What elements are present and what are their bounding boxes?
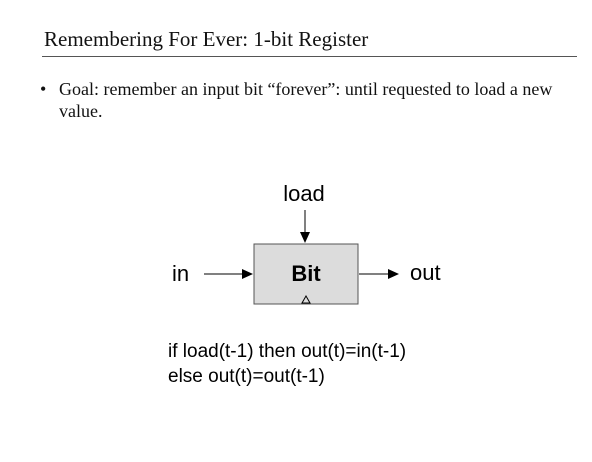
register-logic: if load(t-1) then out(t)=in(t-1) else ou… (168, 339, 406, 389)
load-arrow-head (300, 232, 310, 243)
output-label: out (410, 260, 441, 285)
bullet-marker: • (40, 79, 47, 99)
logic-line-else: else out(t)=out(t-1) (168, 366, 325, 387)
output-arrow-head (388, 269, 399, 279)
slide-title: Remembering For Ever: 1-bit Register (44, 27, 369, 51)
bit-box (253, 243, 359, 305)
goal-text: Goal: remember an input bit “forever”: u… (59, 79, 553, 121)
goal-bullet: • Goal: remember an input bit “forever”:… (40, 78, 570, 122)
title-divider (42, 56, 577, 57)
input-label: in (172, 261, 189, 286)
input-arrow-head (242, 269, 253, 279)
bit-label: Bit (291, 261, 321, 286)
logic-line-if: if load(t-1) then out(t)=in(t-1) (168, 341, 407, 362)
load-label: load (283, 181, 325, 206)
triangle-clock-icon (301, 294, 311, 304)
